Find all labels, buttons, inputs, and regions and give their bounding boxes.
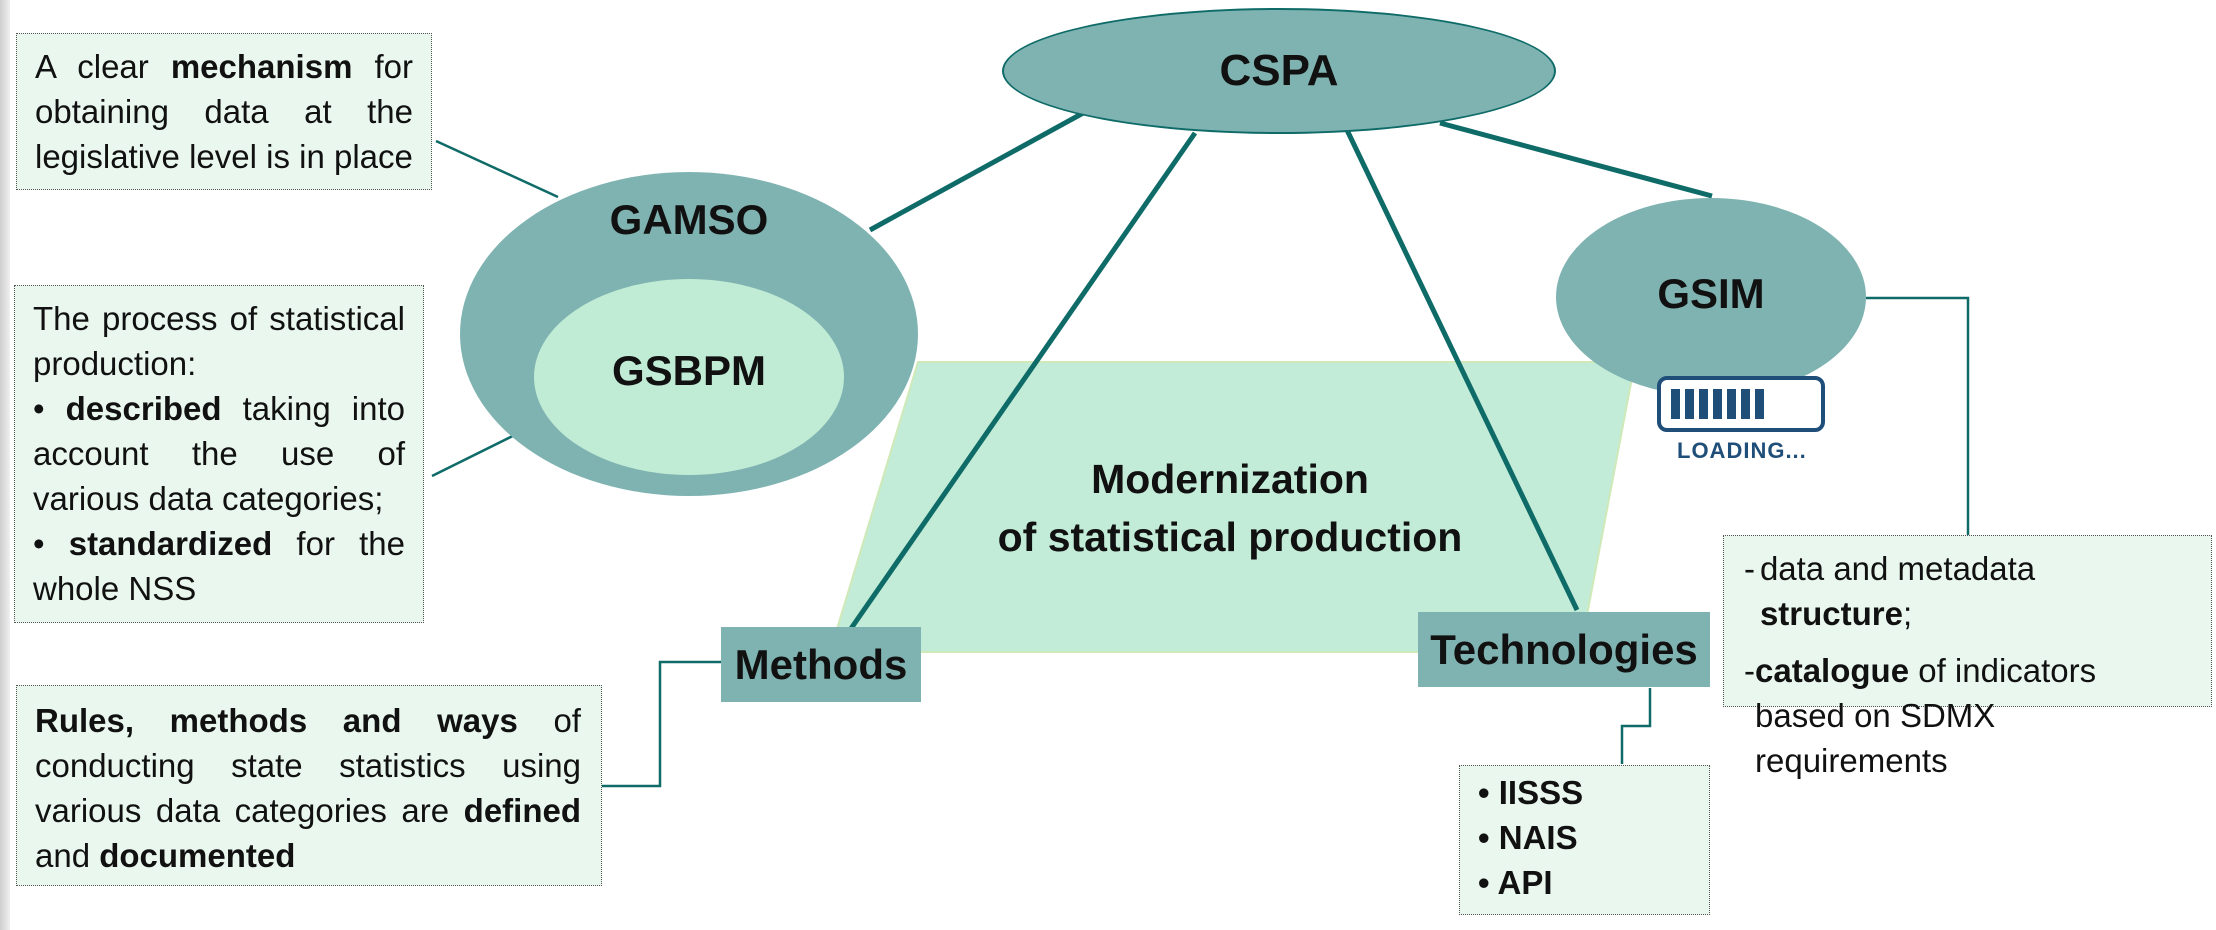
cspa-methods-connector (847, 131, 1198, 632)
technologies-label: Technologies (1430, 625, 1698, 673)
tech-list-item-2-text: NAIS (1498, 819, 1578, 856)
process-bullet-1-text: taking into account the use of various d… (33, 390, 405, 517)
cspa-ellipse: CSPA (1002, 8, 1556, 134)
methods-label: Methods (734, 640, 908, 688)
process-bullet-1-bold: described (65, 390, 222, 427)
loading-label: LOADING... (1677, 438, 1807, 463)
rules-bold-3: documented (99, 837, 296, 874)
mechanism-note: A clear mechanism for obtaining data at … (16, 33, 432, 190)
tech-list-item-3: • API (1478, 864, 1553, 901)
structure-item-2: - catalogue of indicators based on SDMX … (1744, 648, 2195, 783)
structure-item-2-text: of indicators based on SDMX requirements (1755, 652, 2097, 779)
structure-item-1-text: data and metadata (1759, 550, 2036, 587)
gsbpm-label: GSBPM (611, 347, 766, 394)
structure-item-1-bold: structure (1759, 595, 1903, 632)
gamso-label: GAMSO (609, 196, 769, 243)
cspa-label: CSPA (1219, 46, 1339, 95)
technologies-box: Technologies (1418, 612, 1710, 687)
center-title-line1: Modernization (1091, 456, 1369, 502)
process-bullet-2-text: for the whole NSS (33, 525, 405, 607)
left-edge-strip (0, 0, 10, 930)
tech-list-note: • IISSS • NAIS • API (1459, 765, 1710, 915)
mechanism-text-1: A clear (35, 48, 171, 85)
mechanism-text-2: for obtaining data at the legislative le… (35, 48, 413, 175)
tech-list-connector (1620, 688, 1652, 764)
structure-item-1: - data and metadata structure; (1744, 546, 2195, 636)
rules-bold-2: defined (463, 792, 581, 829)
structure-item-2-bold: catalogue (1755, 652, 1910, 689)
cspa-technologies-connector (1344, 128, 1580, 612)
tech-list-item-2: • NAIS (1478, 819, 1578, 856)
tech-list-item-1: • IISSS (1478, 774, 1584, 811)
rules-text-2: and (35, 837, 100, 874)
battery-progress-icon (1657, 376, 1825, 432)
gsim-label: GSIM (1657, 270, 1765, 317)
tech-list-item-3-text: API (1497, 864, 1553, 901)
center-title: Modernization of statistical production (960, 450, 1500, 566)
cspa-gamso-connector (868, 109, 1087, 233)
structure-item-1-end: ; (1902, 595, 1913, 632)
rules-note-connector (602, 660, 721, 788)
structure-note: - data and metadata structure; - catalog… (1723, 535, 2212, 779)
structure-item-1-content: data and metadata structure; (1760, 546, 2195, 636)
process-bullet-2-bold: standardized (68, 525, 273, 562)
rules-text-1: of conducting state statistics using var… (35, 702, 581, 829)
process-bullet-1: • described taking into account the use … (33, 390, 405, 517)
methods-box: Methods (721, 627, 921, 702)
center-title-line2: of statistical production (997, 514, 1463, 560)
rules-bold-1: Rules, methods and ways (35, 702, 518, 739)
tech-list-item-1-text: IISSS (1498, 774, 1584, 811)
rules-note: Rules, methods and ways of conducting st… (16, 685, 602, 886)
process-bullet-2: • standardized for the whole NSS (33, 525, 405, 607)
dash-marker: - (1744, 550, 1755, 587)
process-note: The process of statistical production: •… (14, 285, 424, 623)
process-intro: The process of statistical production: (33, 300, 405, 382)
structure-note-connector (1866, 296, 1970, 535)
cspa-gsim-connector (1439, 120, 1713, 199)
gsim-ellipse: GSIM (1556, 198, 1866, 396)
mechanism-bold: mechanism (170, 48, 353, 85)
mechanism-note-connector (435, 139, 559, 199)
gsbpm-ellipse: GSBPM (534, 279, 844, 475)
dash-marker: - (1744, 652, 1755, 689)
loading-icon: LOADING... (1657, 376, 1827, 466)
structure-item-2-content: catalogue of indicators based on SDMX re… (1755, 648, 2195, 783)
